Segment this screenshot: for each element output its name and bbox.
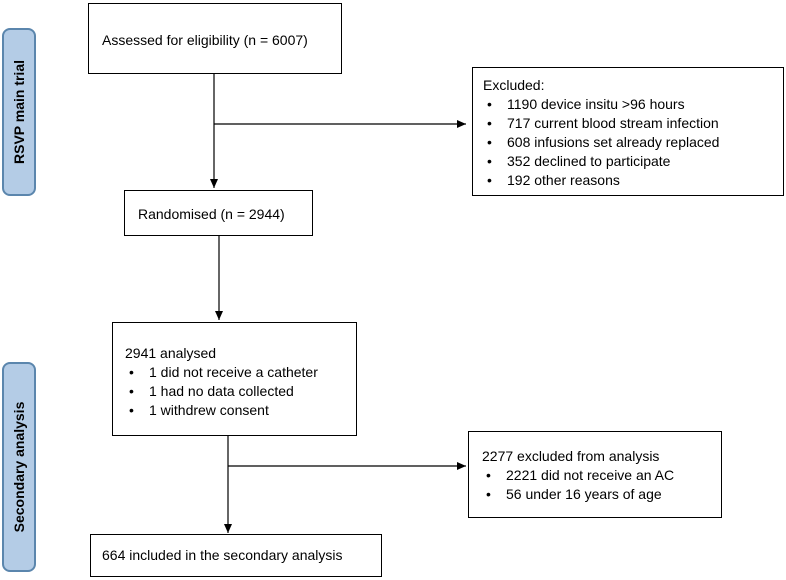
- excluded-item: 192 other reasons: [483, 171, 783, 190]
- excluded-analysis-box: 2277 excluded from analysis 2221 did not…: [468, 431, 722, 518]
- randomised-text: Randomised (n = 2944): [138, 206, 285, 222]
- phase-label-secondary: Secondary analysis: [2, 362, 36, 572]
- excluded-list: 1190 device insitu >96 hours 717 current…: [483, 95, 783, 190]
- included-box: 664 included in the secondary analysis: [90, 534, 382, 577]
- phase-label-secondary-text: Secondary analysis: [11, 401, 27, 533]
- analysed-item: 1 withdrew consent: [125, 401, 356, 420]
- eligibility-text: Assessed for eligibility (n = 6007): [102, 32, 308, 48]
- analysed-item: 1 did not receive a catheter: [125, 363, 356, 382]
- phase-label-main-trial-text: RSVP main trial: [11, 59, 27, 165]
- excluded-analysis-title: 2277 excluded from analysis: [482, 448, 660, 464]
- randomised-box: Randomised (n = 2944): [124, 190, 313, 236]
- excluded-title: Excluded:: [483, 77, 545, 93]
- excluded-analysis-item: 2221 did not receive an AC: [482, 466, 721, 485]
- excluded-box: Excluded: 1190 device insitu >96 hours 7…: [472, 67, 784, 196]
- excluded-item: 1190 device insitu >96 hours: [483, 95, 783, 114]
- excluded-item: 352 declined to participate: [483, 152, 783, 171]
- eligibility-box: Assessed for eligibility (n = 6007): [88, 3, 342, 74]
- included-text: 664 included in the secondary analysis: [102, 547, 343, 563]
- excluded-item: 608 infusions set already replaced: [483, 133, 783, 152]
- excluded-analysis-list: 2221 did not receive an AC 56 under 16 y…: [482, 466, 721, 504]
- excluded-analysis-item: 56 under 16 years of age: [482, 485, 721, 504]
- analysed-item: 1 had no data collected: [125, 382, 356, 401]
- analysed-list: 1 did not receive a catheter 1 had no da…: [125, 363, 356, 420]
- phase-label-main-trial: RSVP main trial: [2, 28, 36, 196]
- analysed-box: 2941 analysed 1 did not receive a cathet…: [112, 322, 357, 436]
- excluded-item: 717 current blood stream infection: [483, 114, 783, 133]
- analysed-title: 2941 analysed: [125, 345, 217, 361]
